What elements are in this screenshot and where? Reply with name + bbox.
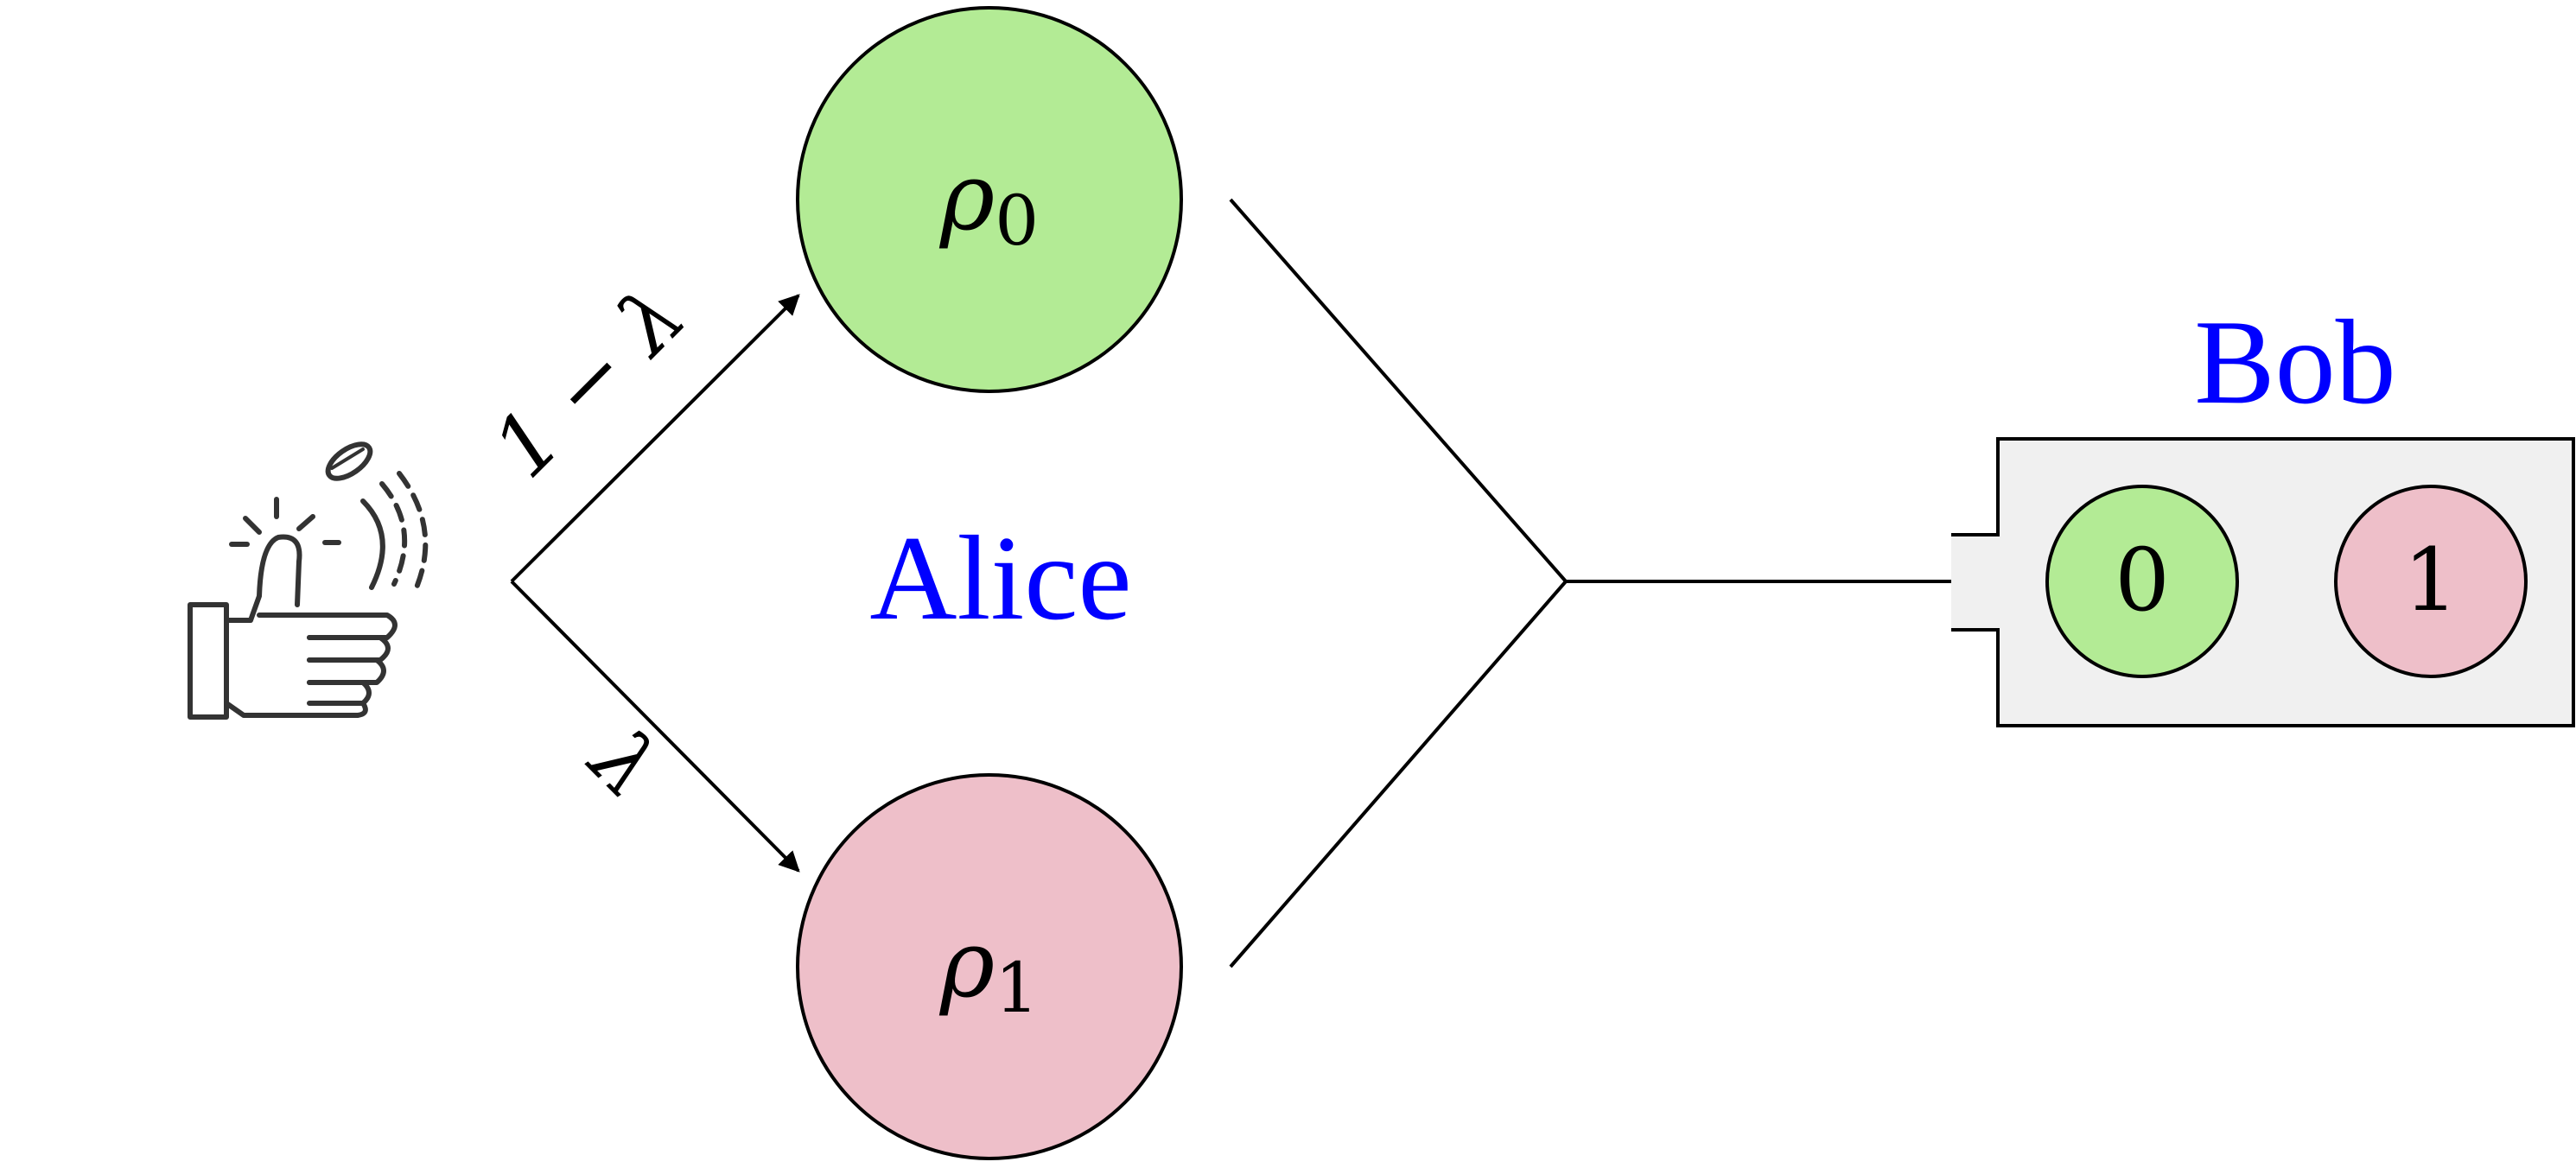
upper-branch-probability: 1 − λ xyxy=(474,267,703,496)
channel-line-upper xyxy=(1229,198,1568,583)
state-rho1-label: ρ1 xyxy=(939,911,1039,1028)
state-rho0-circle xyxy=(796,6,1183,393)
upper-branch-arrow xyxy=(510,294,800,583)
state-rho1-circle xyxy=(796,773,1183,1160)
coin-flip-hand-icon xyxy=(188,441,429,720)
lower-branch-probability: λ xyxy=(569,709,677,817)
outcome-0-label: 0 xyxy=(2115,530,2170,631)
state-rho0-label: ρ0 xyxy=(939,143,1039,261)
outcome-0-circle xyxy=(2045,485,2239,678)
outcome-1-circle xyxy=(2334,485,2528,678)
lower-branch-arrow xyxy=(510,580,800,873)
bob-label: Bob xyxy=(2194,295,2395,429)
alice-label: Alice xyxy=(869,511,1131,645)
outcome-1-label: 1 xyxy=(2403,530,2458,631)
channel-line-lower xyxy=(1229,580,1568,968)
